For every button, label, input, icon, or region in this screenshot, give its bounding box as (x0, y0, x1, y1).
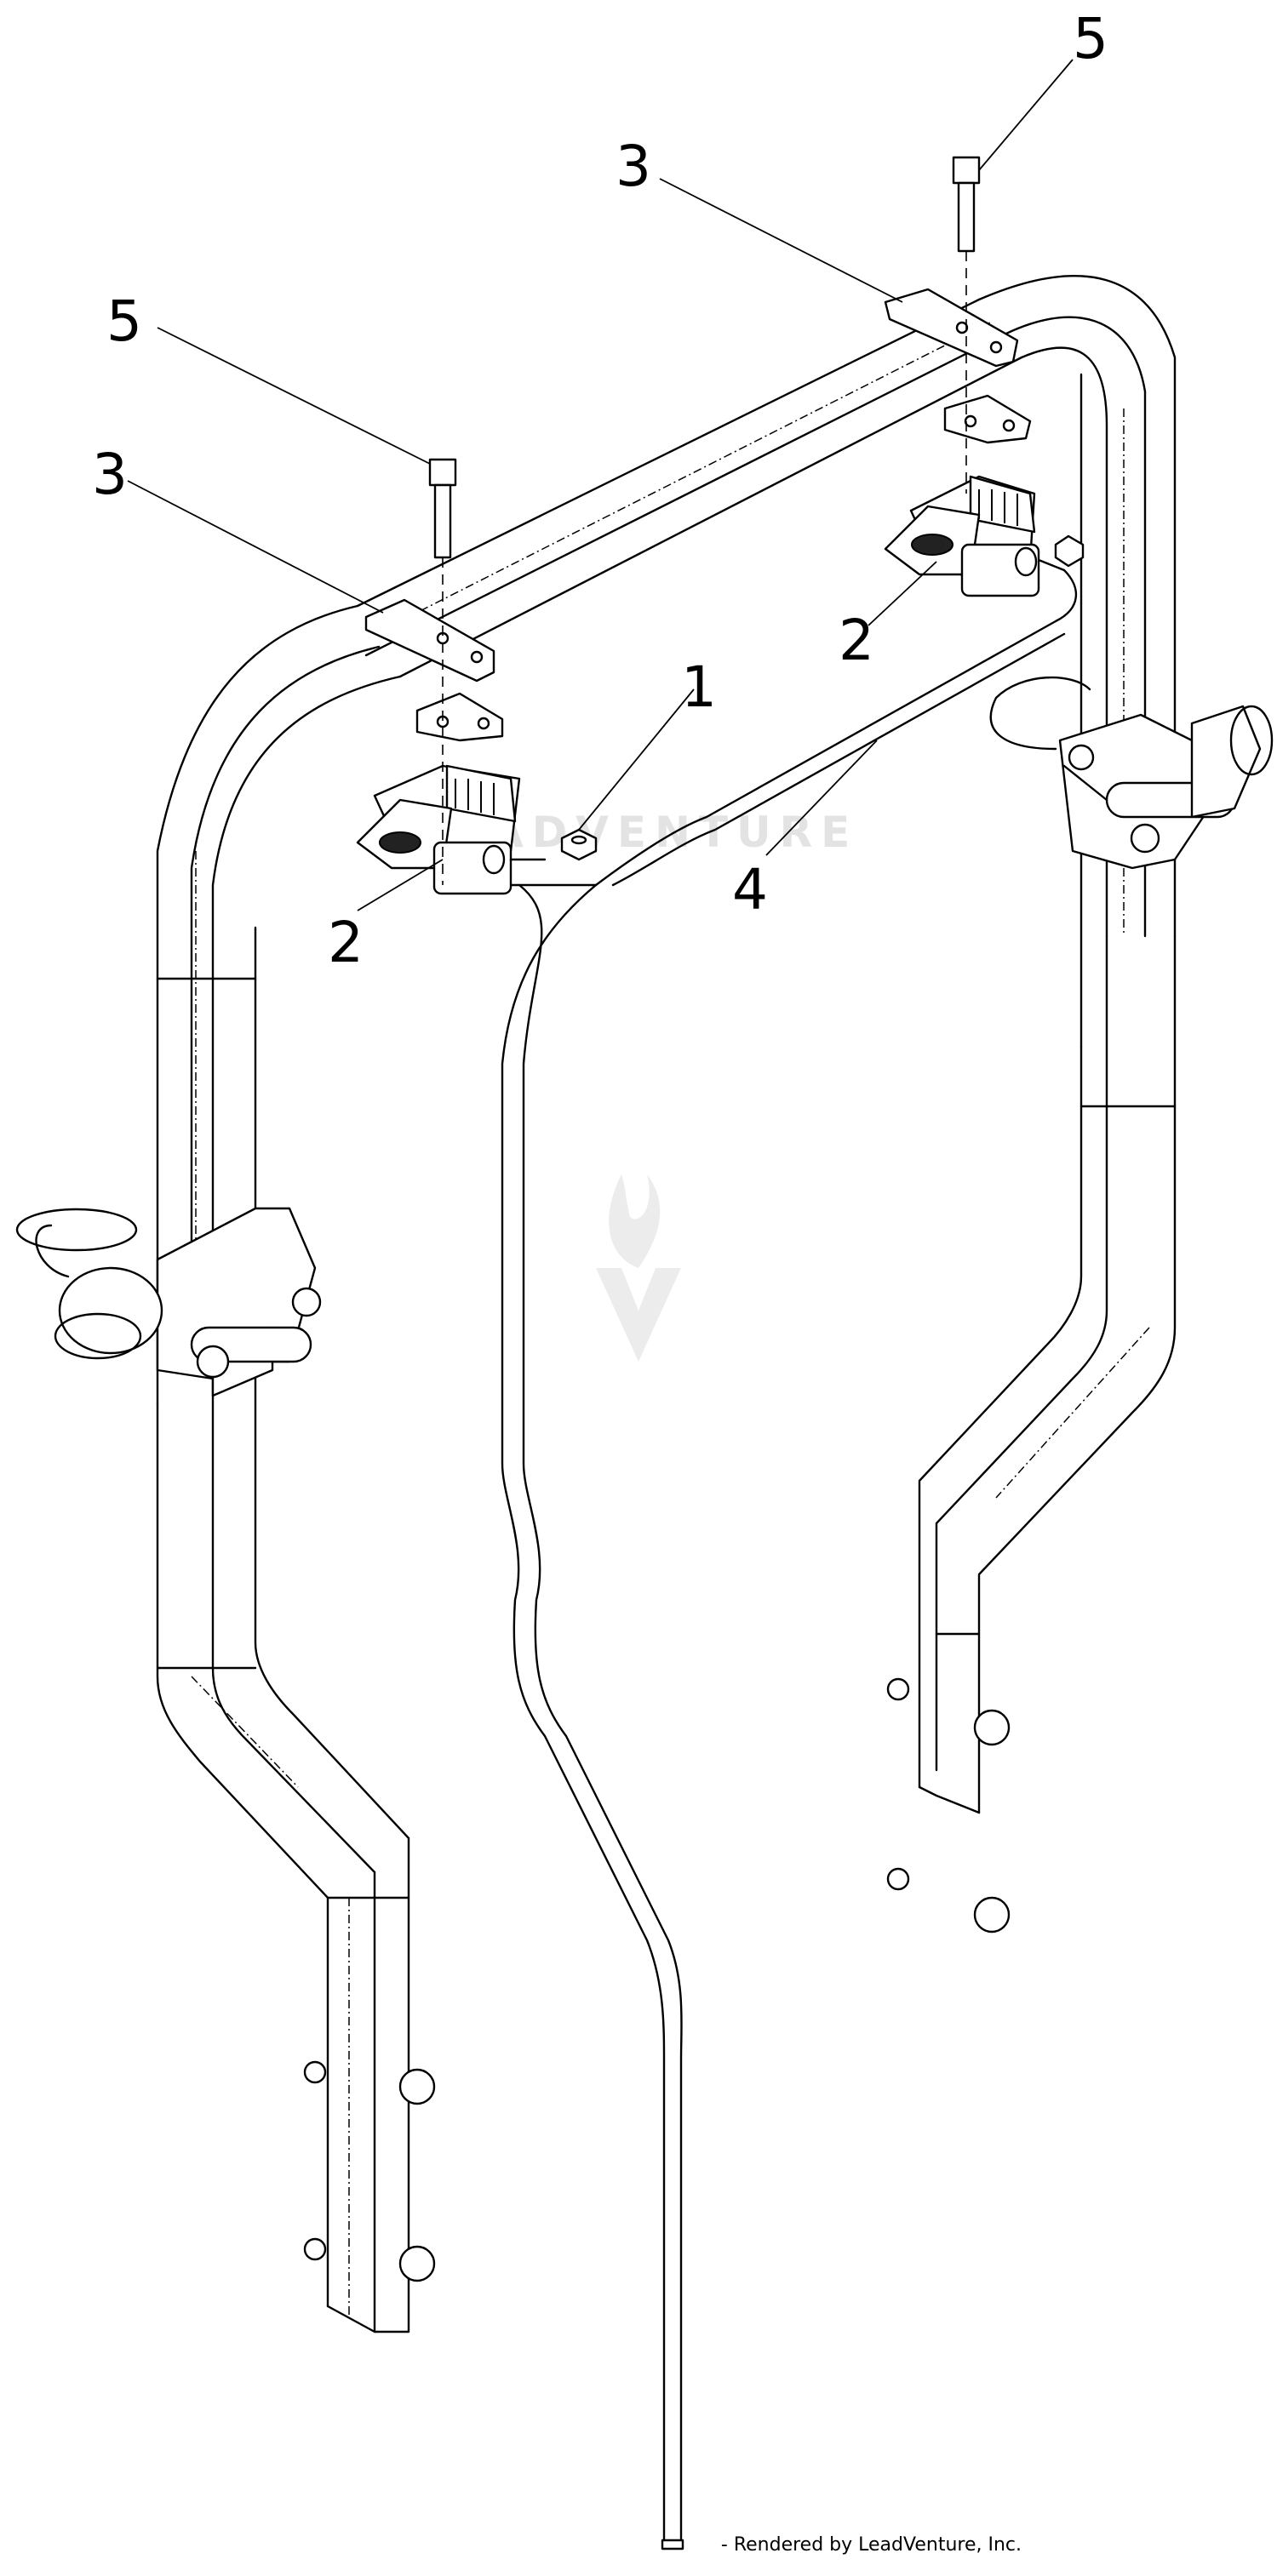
light-left (356, 764, 547, 895)
bracket-right-lower (943, 394, 1032, 444)
callout-3-right: 3 (616, 134, 651, 199)
bolt-right-item-5 (952, 156, 981, 494)
callout-4: 4 (732, 857, 768, 922)
wire-harness (501, 551, 1077, 2550)
callout-1: 1 (681, 654, 717, 720)
callout-5-right: 5 (1073, 6, 1108, 71)
nut-item-1 (560, 534, 1085, 861)
hinge-right (989, 676, 1274, 870)
callout-2-right: 2 (839, 608, 874, 673)
callout-5-left: 5 (106, 288, 142, 354)
credit-line: - Rendered by LeadVenture, Inc. (720, 2534, 1022, 2556)
bolt-right-lower-1 (886, 1677, 1011, 1746)
bolt-right-lower-2 (886, 1867, 1011, 1933)
light-right (884, 475, 1040, 597)
bracket-right-upper (884, 288, 1019, 368)
callout-labels: 1 2 2 3 3 4 5 5 (92, 6, 1108, 975)
callout-leaders (127, 59, 1074, 911)
bracket-left-lower (415, 692, 504, 742)
bolt-left-lower-2 (303, 2237, 436, 2282)
callout-3-left: 3 (92, 442, 128, 507)
bolt-left-lower-1 (303, 2060, 436, 2105)
bolt-left-item-5 (428, 458, 457, 885)
callout-2-left: 2 (328, 910, 364, 975)
hinge-left (15, 1207, 322, 1397)
bracket-left-upper (364, 598, 495, 683)
